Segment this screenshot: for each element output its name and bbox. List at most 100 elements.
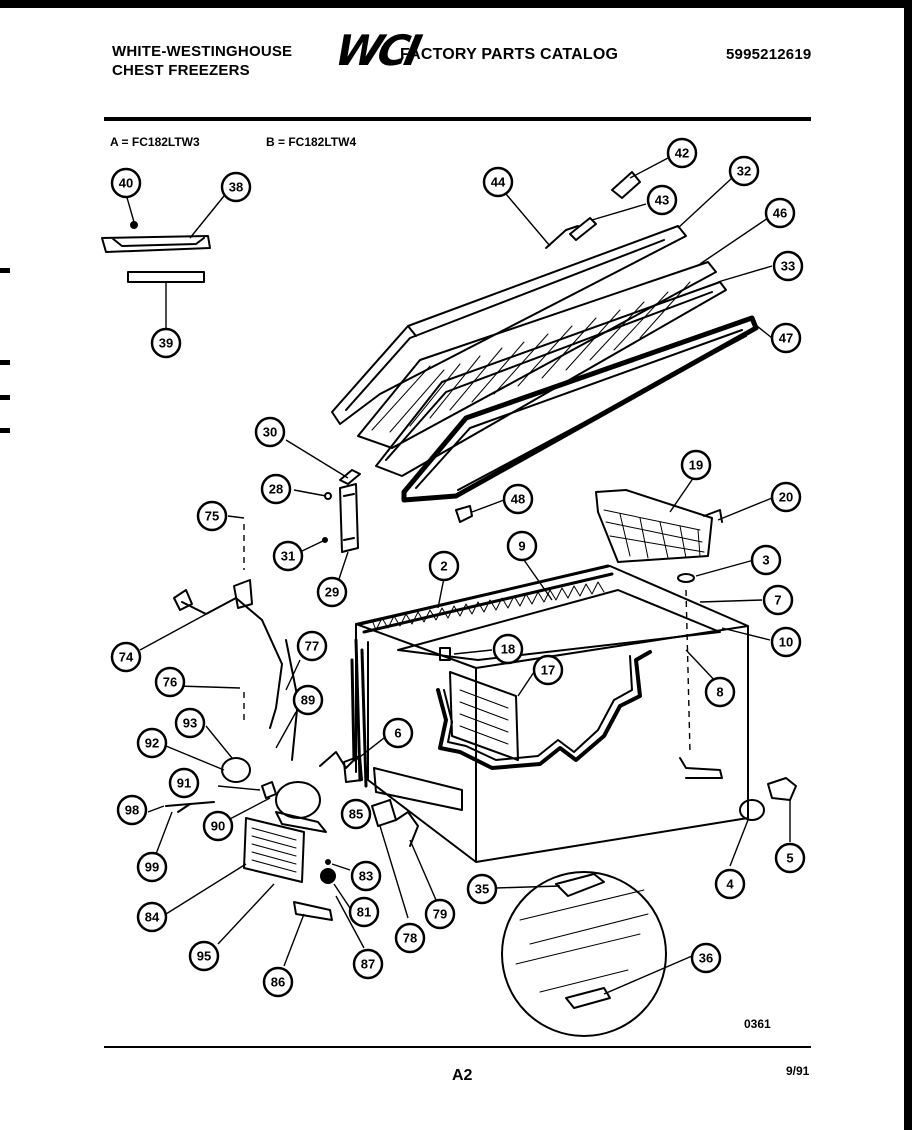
callout-7: 7 xyxy=(762,584,794,616)
callout-circle xyxy=(262,966,294,998)
callout-75: 75 xyxy=(196,500,228,532)
callout-number: 86 xyxy=(271,975,285,990)
callout-circle xyxy=(110,641,142,673)
callout-number: 85 xyxy=(349,807,363,822)
callout-81: 81 xyxy=(348,896,380,928)
callout-number: 89 xyxy=(301,693,315,708)
callout-circle xyxy=(272,540,304,572)
callout-circle xyxy=(728,155,760,187)
callout-circle xyxy=(502,483,534,515)
callout-91: 91 xyxy=(168,767,200,799)
callout-42: 42 xyxy=(666,137,698,169)
callout-36: 36 xyxy=(690,942,722,974)
callout-number: 20 xyxy=(779,490,793,505)
cabinet-base-opening-drawing xyxy=(373,767,463,811)
grille-drawing xyxy=(243,817,305,883)
callout-number: 19 xyxy=(689,458,703,473)
cabinet-opening-drawing xyxy=(397,589,721,661)
callout-circle xyxy=(666,137,698,169)
callout-number: 47 xyxy=(779,331,793,346)
callout-number: 9 xyxy=(518,539,525,554)
callout-79: 79 xyxy=(424,898,456,930)
callout-48: 48 xyxy=(502,483,534,515)
callout-circle xyxy=(154,666,186,698)
hinge-plate-drawing xyxy=(339,483,359,553)
callout-circle xyxy=(770,626,802,658)
callout-46: 46 xyxy=(764,197,796,229)
lid-stop-drawing xyxy=(455,505,473,523)
callout-circle xyxy=(714,868,746,900)
callout-number: 32 xyxy=(737,164,751,179)
callout-number: 4 xyxy=(726,877,734,892)
callout-number: 92 xyxy=(145,736,159,751)
detail-part-lower-drawing xyxy=(565,987,611,1009)
callout-35: 35 xyxy=(466,873,498,905)
callout-44: 44 xyxy=(482,166,514,198)
power-cord-drawing xyxy=(181,597,283,729)
callout-19: 19 xyxy=(680,449,712,481)
callout-number: 81 xyxy=(357,905,371,920)
callout-circle xyxy=(764,197,796,229)
detail-part-upper-drawing xyxy=(555,873,605,897)
callout-76: 76 xyxy=(154,666,186,698)
callout-6: 6 xyxy=(382,717,414,749)
rubber-foot-drawing xyxy=(320,868,336,884)
callout-9: 9 xyxy=(506,530,538,562)
callout-31: 31 xyxy=(272,540,304,572)
callout-98: 98 xyxy=(116,794,148,826)
callout-number: 83 xyxy=(359,869,373,884)
callout-circle xyxy=(382,717,414,749)
callout-number: 36 xyxy=(699,951,713,966)
lid-liner-drawing xyxy=(357,261,717,449)
callout-circle xyxy=(394,922,426,954)
callout-83: 83 xyxy=(350,860,382,892)
start-device-drawing xyxy=(343,755,363,783)
callout-circle xyxy=(350,860,382,892)
callout-circle xyxy=(428,550,460,582)
callout-number: 7 xyxy=(774,593,781,608)
callout-78: 78 xyxy=(394,922,426,954)
cutaway-edge-inner-drawing xyxy=(443,655,633,761)
callout-4: 4 xyxy=(714,868,746,900)
power-cord-plug-drawing xyxy=(173,589,193,611)
callout-circle xyxy=(352,948,384,980)
brand-name: WHITE-WESTINGHOUSE xyxy=(112,43,293,60)
callout-number: 3 xyxy=(762,553,769,568)
callout-circle xyxy=(174,707,206,739)
scan-border-top xyxy=(0,0,912,8)
callout-93: 93 xyxy=(174,707,206,739)
page-number: A2 xyxy=(452,1067,473,1084)
catalog-number: 5995212619 xyxy=(726,46,812,63)
scan-margin-mark xyxy=(0,360,10,365)
compressor-base-drawing xyxy=(275,811,327,833)
callout-circle xyxy=(762,584,794,616)
callout-circle xyxy=(136,851,168,883)
callout-number: 90 xyxy=(211,819,225,834)
callout-number: 93 xyxy=(183,716,197,731)
callout-circle xyxy=(482,166,514,198)
callout-circle xyxy=(770,322,802,354)
cutaway-edge-drawing xyxy=(436,650,652,770)
leader-lines xyxy=(125,157,791,995)
callout-40: 40 xyxy=(110,167,142,199)
callout-number: 8 xyxy=(716,685,723,700)
scan-margin-mark xyxy=(0,268,10,273)
callout-number: 40 xyxy=(119,176,133,191)
detail-panel-drawing xyxy=(515,889,649,993)
lid-gasket-inner-drawing xyxy=(415,329,747,491)
callout-92: 92 xyxy=(136,727,168,759)
callout-2: 2 xyxy=(428,550,460,582)
callout-10: 10 xyxy=(770,626,802,658)
callout-number: 44 xyxy=(491,175,506,190)
catalog-title: FACTORY PARTS CATALOG xyxy=(400,46,619,63)
callout-circle xyxy=(340,798,372,830)
model-a-label: A = FC182LTW3 xyxy=(110,135,200,149)
callout-5: 5 xyxy=(774,842,806,874)
callout-90: 90 xyxy=(202,810,234,842)
callout-74: 74 xyxy=(110,641,142,673)
fan-motor-drawing xyxy=(371,799,397,827)
callout-number: 48 xyxy=(511,492,525,507)
diagram-code: 0361 xyxy=(744,1017,771,1031)
callout-number: 46 xyxy=(773,206,787,221)
